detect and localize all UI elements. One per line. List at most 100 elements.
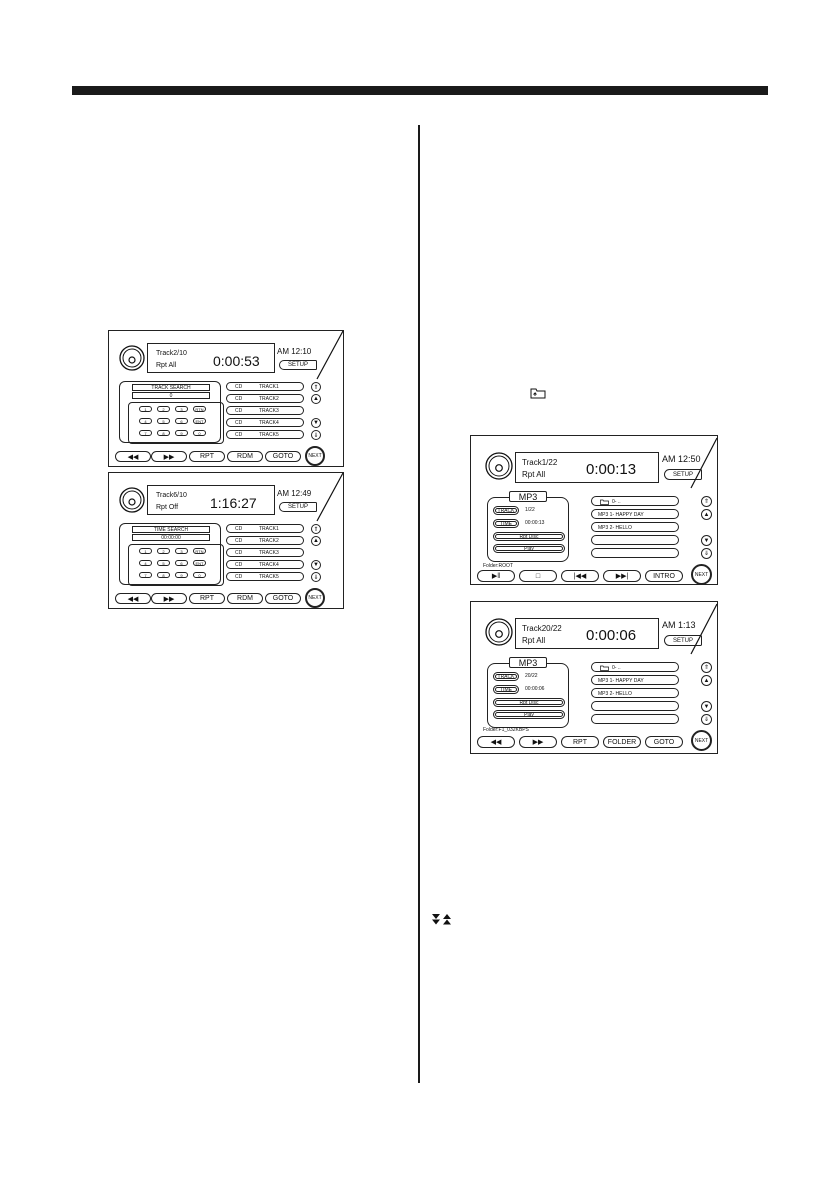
play-button[interactable]: Play xyxy=(493,544,565,553)
item-name: TRACK4 xyxy=(259,420,279,426)
folder-button[interactable]: FOLDER xyxy=(603,736,641,748)
rewind-button[interactable]: ◀◀ xyxy=(115,451,151,462)
key-rtn[interactable]: RTN xyxy=(193,548,206,554)
fast-forward-button[interactable]: ▶▶ xyxy=(519,736,557,748)
key-0[interactable]: 0 xyxy=(193,572,206,578)
next-button[interactable]: NEXT xyxy=(691,730,712,751)
track-label[interactable]: TRACK xyxy=(493,672,519,681)
page-down-icon[interactable]: ⇓ xyxy=(701,714,712,725)
key-2[interactable]: 2 xyxy=(157,406,170,412)
list-item[interactable] xyxy=(591,535,679,545)
next-button[interactable]: NEXT xyxy=(691,564,712,585)
key-9[interactable]: 9 xyxy=(175,430,188,436)
fast-forward-button[interactable]: ▶▶ xyxy=(151,451,187,462)
play-button[interactable]: Play xyxy=(493,710,565,719)
rewind-button[interactable]: ◀◀ xyxy=(477,736,515,748)
setup-button[interactable]: SETUP xyxy=(664,635,702,646)
track-label[interactable]: TRACK xyxy=(493,506,519,515)
next-button[interactable]: NEXT xyxy=(305,588,325,608)
key-rtn[interactable]: RTN xyxy=(193,406,206,412)
scroll-down-icon[interactable]: ▼ xyxy=(311,560,321,570)
next-button[interactable]: NEXT xyxy=(305,446,325,466)
search-value[interactable]: 00:00:00 xyxy=(132,534,210,541)
repeat-disc-button[interactable]: Rpt Disc xyxy=(493,698,565,707)
page-up-icon[interactable]: ⇑ xyxy=(701,496,712,507)
random-button[interactable]: RDM xyxy=(227,593,263,604)
page-up-icon[interactable]: ⇑ xyxy=(701,662,712,673)
list-item[interactable] xyxy=(591,548,679,558)
key-9[interactable]: 9 xyxy=(175,572,188,578)
goto-button[interactable]: GOTO xyxy=(645,736,683,748)
scroll-down-icon[interactable]: ▼ xyxy=(701,701,712,712)
list-item[interactable] xyxy=(591,701,679,711)
page-down-icon[interactable]: ⇓ xyxy=(311,572,321,582)
setup-button[interactable]: SETUP xyxy=(279,502,317,512)
key-6[interactable]: 6 xyxy=(175,560,188,566)
intro-button[interactable]: INTRO xyxy=(645,570,683,582)
info-display: Track1/22 Rpt All 0:00:13 xyxy=(515,452,659,483)
time-label[interactable]: TIME xyxy=(493,685,519,694)
page-up-icon[interactable]: ⇑ xyxy=(311,524,321,534)
stop-button[interactable]: □ xyxy=(519,570,557,582)
repeat-button[interactable]: RPT xyxy=(189,451,225,462)
scroll-up-icon[interactable]: ▲ xyxy=(701,509,712,520)
key-1[interactable]: 1 xyxy=(139,548,152,554)
key-7[interactable]: 7 xyxy=(139,430,152,436)
time-label[interactable]: TIME xyxy=(493,519,519,528)
key-3[interactable]: 3 xyxy=(175,406,188,412)
page-down-icon[interactable]: ⇓ xyxy=(701,548,712,559)
key-4[interactable]: 4 xyxy=(139,418,152,424)
key-7[interactable]: 7 xyxy=(139,572,152,578)
scroll-down-icon[interactable]: ▼ xyxy=(701,535,712,546)
key-ent[interactable]: ENT xyxy=(193,418,206,424)
setup-button[interactable]: SETUP xyxy=(664,469,702,480)
list-item[interactable]: 0- .. xyxy=(591,662,679,672)
scroll-up-icon[interactable]: ▲ xyxy=(701,675,712,686)
setup-button[interactable]: SETUP xyxy=(279,360,317,370)
repeat-button[interactable]: RPT xyxy=(561,736,599,748)
list-item[interactable]: MP3 1- HAPPY DAY xyxy=(591,675,679,685)
previous-track-button[interactable]: |◀◀ xyxy=(561,570,599,582)
key-8[interactable]: 8 xyxy=(157,572,170,578)
goto-button[interactable]: GOTO xyxy=(265,593,301,604)
repeat-button[interactable]: RPT xyxy=(189,593,225,604)
scroll-up-icon[interactable]: ▲ xyxy=(311,394,321,404)
list-item[interactable]: MP3 1- HAPPY DAY xyxy=(591,509,679,519)
scroll-down-icon[interactable]: ▼ xyxy=(311,418,321,428)
key-0[interactable]: 0 xyxy=(193,430,206,436)
list-item[interactable] xyxy=(591,714,679,724)
scroll-up-icon[interactable]: ▲ xyxy=(311,536,321,546)
key-1[interactable]: 1 xyxy=(139,406,152,412)
rewind-button[interactable]: ◀◀ xyxy=(115,593,151,604)
page-down-icon[interactable]: ⇓ xyxy=(311,430,321,440)
next-track-button[interactable]: ▶▶| xyxy=(603,570,641,582)
play-pause-button[interactable]: ▶‖ xyxy=(477,570,515,582)
key-6[interactable]: 6 xyxy=(175,418,188,424)
list-item[interactable]: MP3 2- HELLO xyxy=(591,688,679,698)
key-2[interactable]: 2 xyxy=(157,548,170,554)
key-4[interactable]: 4 xyxy=(139,560,152,566)
repeat-disc-button[interactable]: Rpt Disc xyxy=(493,532,565,541)
key-3[interactable]: 3 xyxy=(175,548,188,554)
fast-forward-button[interactable]: ▶▶ xyxy=(151,593,187,604)
random-button[interactable]: RDM xyxy=(227,451,263,462)
page-up-icon[interactable]: ⇑ xyxy=(311,382,321,392)
key-ent[interactable]: ENT xyxy=(193,560,206,566)
list-item[interactable]: 0- .. xyxy=(591,496,679,506)
list-item[interactable]: MP3 2- HELLO xyxy=(591,522,679,532)
goto-button[interactable]: GOTO xyxy=(265,451,301,462)
search-value[interactable]: 0 xyxy=(132,392,210,399)
key-5[interactable]: 5 xyxy=(157,560,170,566)
key-8[interactable]: 8 xyxy=(157,430,170,436)
key-5[interactable]: 5 xyxy=(157,418,170,424)
